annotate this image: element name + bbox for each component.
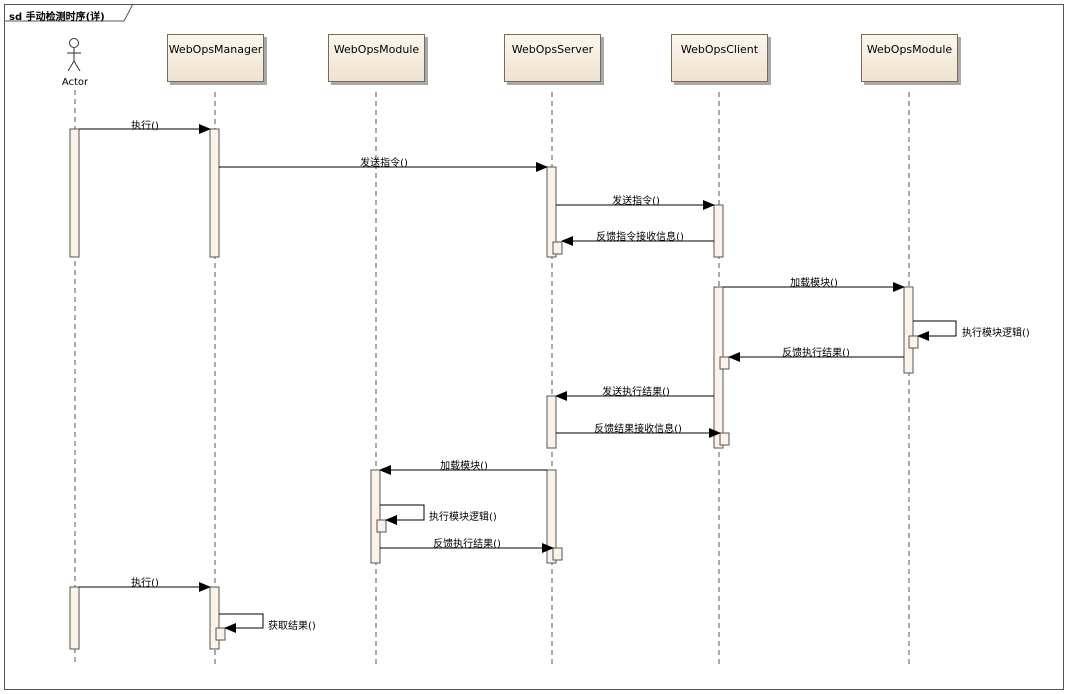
activation-bar — [69, 586, 80, 650]
lifeline-box-webopsmodule-1[interactable]: WebOpsModule — [328, 34, 425, 82]
actor-label: Actor — [61, 77, 89, 88]
nested-activation — [552, 547, 563, 561]
lifeline-box-webopsserver[interactable]: WebOpsServer — [504, 34, 601, 82]
lifeline-label: WebOpsModule — [866, 43, 953, 56]
message-label: 执行() — [131, 121, 159, 132]
message-label: 反馈结果接收信息() — [594, 424, 682, 435]
activation-bar — [546, 395, 557, 449]
activation-bar — [69, 128, 80, 258]
message-label: 执行模块逻辑() — [962, 328, 1030, 339]
lifeline-label: WebOpsManager — [168, 43, 263, 56]
nested-activation — [908, 335, 919, 349]
frame-tab — [4, 4, 134, 22]
message-label: 反馈执行结果() — [782, 348, 850, 359]
nested-activation — [215, 627, 226, 641]
nested-activation — [719, 356, 730, 370]
nested-activation — [376, 519, 387, 533]
activation-bar — [209, 586, 220, 650]
message-label: 执行() — [131, 578, 159, 589]
message-label: 加载模块() — [790, 278, 838, 289]
self-message-arrow — [913, 320, 957, 341]
lifeline-box-webopsmanager[interactable]: WebOpsManager — [167, 34, 264, 82]
self-message-arrow — [380, 504, 425, 525]
message-label: 发送指令() — [360, 158, 408, 169]
lifeline-label: WebOpsClient — [680, 43, 759, 56]
message-label: 反馈指令接收信息() — [596, 232, 684, 243]
message-label: 加载模块() — [440, 461, 488, 472]
activation-bar — [713, 204, 724, 258]
frame-title: sd 手动检测时序(详) — [9, 12, 105, 23]
nested-activation — [719, 432, 730, 446]
lifeline-label: WebOpsServer — [511, 43, 594, 56]
activation-bar — [370, 469, 381, 564]
self-message-arrow — [219, 613, 264, 633]
nested-activation — [552, 241, 563, 255]
activation-bar — [546, 469, 557, 564]
message-label: 发送执行结果() — [602, 387, 670, 398]
actor-icon[interactable] — [67, 38, 81, 72]
sequence-frame — [4, 4, 1064, 690]
message-label: 反馈执行结果() — [433, 539, 501, 550]
lifeline-label: WebOpsModule — [333, 43, 420, 56]
activation-bar — [903, 286, 914, 374]
message-label: 执行模块逻辑() — [429, 512, 497, 523]
activation-bar — [546, 166, 557, 258]
lifeline-box-webopsmodule-2[interactable]: WebOpsModule — [861, 34, 958, 82]
lifeline-box-webopsclient[interactable]: WebOpsClient — [671, 34, 768, 82]
activation-bar — [209, 128, 220, 258]
message-label: 发送指令() — [612, 196, 660, 207]
message-label: 获取结果() — [268, 621, 316, 632]
